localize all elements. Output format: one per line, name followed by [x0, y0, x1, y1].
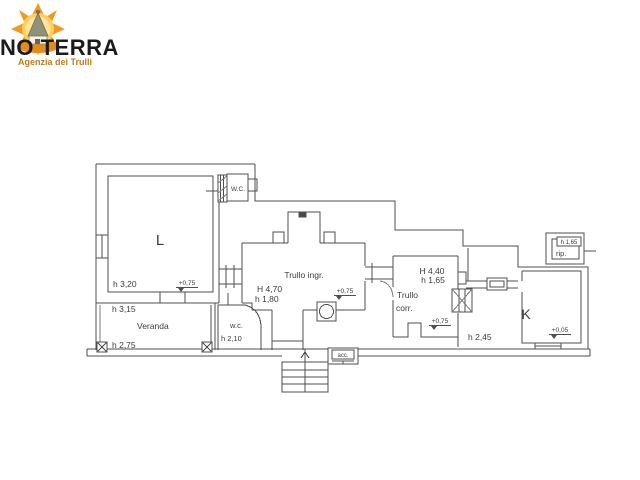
trullo-corr-label-line1: Trullo	[397, 290, 418, 300]
trullo-corr-height-min: h 1,65	[421, 275, 445, 285]
veranda-pillars	[96, 341, 213, 353]
trullo-ingr-level-marker: +0,75	[334, 288, 356, 300]
room-k-level-marker: +0,05	[549, 327, 571, 339]
room-l-level: +0,75	[179, 280, 196, 287]
outer-boundary	[254, 164, 546, 268]
trullo-corr-outline	[392, 255, 473, 347]
trullo-corr-label-line2: corr.	[396, 303, 413, 313]
trullo-ingr-outline	[241, 211, 366, 350]
veranda-height-lower: h 2,75	[112, 340, 136, 350]
acc-label: acc.	[337, 353, 348, 359]
room-k-level: +0,05	[552, 327, 569, 334]
room-k-outline	[518, 266, 589, 350]
veranda-height-upper: h 3,15	[112, 304, 136, 314]
sun-trullo-icon	[11, 3, 65, 55]
trullo-corr-level: +0,75	[432, 318, 449, 325]
passage-corr-k	[466, 277, 518, 291]
plan-linework	[86, 163, 596, 393]
logo-title: NO TERRA	[0, 35, 119, 60]
trullo-ingr-label: Trullo ingr.	[284, 270, 323, 280]
trullo-corr-level-marker: +0,75	[429, 318, 451, 330]
veranda-outline	[96, 292, 229, 350]
logo-subtitle: Agenzia dei Trulli	[18, 57, 92, 67]
rip-outline	[545, 232, 596, 265]
rip-height: h 1,65	[561, 240, 578, 246]
wc-top-outline	[206, 173, 258, 203]
room-k-height: h 2,45	[468, 332, 492, 342]
wc-top-label: W.C.	[231, 186, 245, 193]
room-l-level-marker: +0,75	[176, 280, 198, 292]
wc-lower-height: h 2,10	[221, 334, 242, 343]
passage-ingr-corr	[365, 263, 394, 298]
trullo-ingr-height-min: h 1,80	[255, 294, 279, 304]
rip-label: rip.	[556, 249, 566, 258]
trullo-ingr-height-max: H 4,70	[257, 284, 282, 294]
wc-lower-outline	[217, 304, 262, 350]
veranda-label: Veranda	[137, 321, 169, 331]
room-l-label: L	[156, 232, 164, 249]
entrance-steps	[281, 349, 329, 393]
plan-labels: L h 3,20 +0,75 W.C. h 3,15 Veranda h 2,7…	[112, 186, 578, 359]
room-l-height: h 3,20	[113, 279, 137, 289]
trullo-ingr-level: +0,75	[337, 288, 354, 295]
access-box	[327, 347, 359, 365]
passage-l-ingr	[219, 265, 242, 288]
agency-logo: NO TERRA Agenzia dei Trulli	[0, 3, 119, 67]
wc-lower-label: w.c.	[229, 321, 243, 330]
room-k-label: K	[521, 306, 531, 322]
trullo-corr-height-max: H 4,40	[419, 266, 444, 276]
